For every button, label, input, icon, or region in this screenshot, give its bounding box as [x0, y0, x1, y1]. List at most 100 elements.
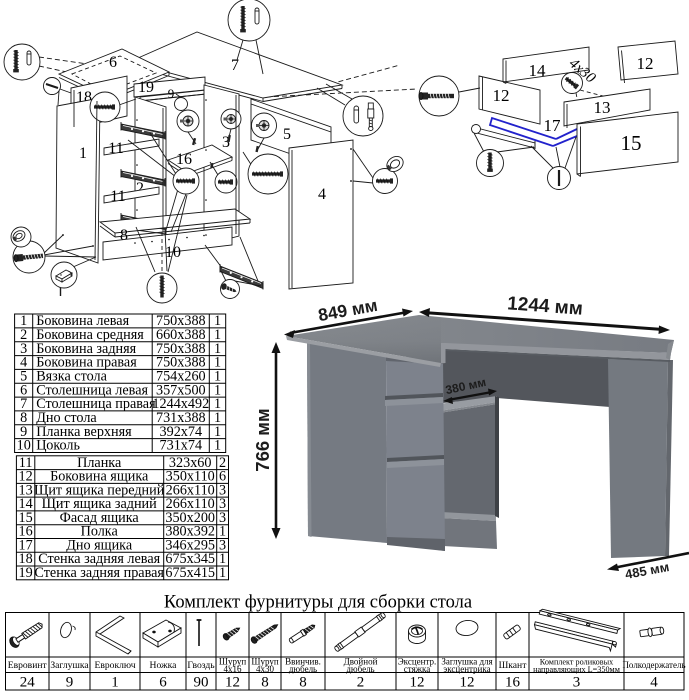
svg-text:направляющих L=350мм: направляющих L=350мм [533, 665, 620, 674]
svg-text:357x500: 357x500 [156, 382, 206, 398]
svg-text:19: 19 [138, 79, 154, 96]
svg-text:8: 8 [20, 410, 27, 426]
svg-text:323x60: 323x60 [169, 455, 212, 471]
svg-text:1: 1 [214, 313, 221, 329]
svg-text:13: 13 [594, 98, 611, 117]
svg-text:5: 5 [20, 368, 27, 384]
svg-text:754x260: 754x260 [156, 368, 206, 384]
svg-text:4x30: 4x30 [256, 664, 275, 674]
svg-text:2: 2 [357, 675, 365, 691]
svg-text:6: 6 [20, 382, 27, 398]
svg-text:766 мм: 766 мм [252, 408, 273, 471]
svg-text:Щит ящика задний: Щит ящика задний [42, 496, 158, 512]
svg-text:Дно стола: Дно стола [36, 410, 97, 426]
svg-text:731x74: 731x74 [160, 438, 203, 454]
svg-text:3: 3 [20, 341, 27, 357]
svg-text:7: 7 [231, 57, 239, 74]
svg-text:750x388: 750x388 [156, 341, 206, 357]
svg-text:12: 12 [410, 675, 425, 691]
svg-text:Стенка задняя правая: Стенка задняя правая [34, 565, 164, 581]
svg-text:16: 16 [19, 524, 33, 540]
svg-text:1244 мм: 1244 мм [507, 293, 584, 319]
svg-text:18: 18 [19, 551, 33, 567]
svg-text:1: 1 [214, 410, 221, 426]
svg-text:Ножка: Ножка [150, 660, 178, 671]
svg-text:731x388: 731x388 [156, 410, 206, 426]
svg-text:Фасад ящика: Фасад ящика [60, 510, 140, 526]
svg-text:1244x492: 1244x492 [152, 396, 209, 412]
svg-text:Комплект фурнитуры для сборки: Комплект фурнитуры для сборки стола [164, 593, 472, 613]
svg-text:Боковина средняя: Боковина средняя [36, 327, 144, 343]
svg-text:Евровинт: Евровинт [8, 660, 48, 671]
svg-text:4: 4 [20, 355, 27, 371]
svg-text:2: 2 [20, 327, 27, 343]
svg-text:11: 11 [110, 188, 125, 205]
svg-text:380x392: 380x392 [165, 524, 215, 540]
svg-text:11: 11 [19, 455, 33, 471]
svg-text:14: 14 [529, 61, 547, 80]
svg-text:дюбель: дюбель [289, 664, 317, 674]
svg-text:Планка: Планка [77, 455, 122, 471]
svg-text:9: 9 [168, 86, 175, 101]
svg-text:Полкодержатель: Полкодержатель [622, 660, 685, 670]
svg-text:750x388: 750x388 [156, 313, 206, 329]
svg-text:350x110: 350x110 [166, 469, 215, 485]
svg-text:6: 6 [159, 675, 167, 691]
svg-text:3: 3 [219, 496, 226, 512]
svg-text:3: 3 [219, 538, 226, 554]
svg-text:8: 8 [261, 675, 269, 691]
svg-text:11: 11 [108, 140, 123, 157]
svg-text:6: 6 [109, 54, 117, 71]
svg-text:675x415: 675x415 [165, 565, 215, 581]
svg-text:9: 9 [66, 675, 74, 691]
svg-text:1: 1 [214, 327, 221, 343]
svg-text:17: 17 [544, 116, 562, 135]
svg-text:1: 1 [214, 382, 221, 398]
svg-text:849 мм: 849 мм [317, 295, 380, 325]
svg-text:2: 2 [136, 180, 144, 197]
svg-text:Шуруп: Шуруп [219, 657, 246, 667]
svg-text:8: 8 [299, 675, 307, 691]
svg-text:10: 10 [17, 438, 31, 454]
svg-text:1: 1 [214, 396, 221, 412]
svg-text:1: 1 [214, 424, 221, 440]
svg-text:1: 1 [79, 145, 87, 162]
svg-text:16: 16 [176, 151, 192, 168]
svg-text:346x295: 346x295 [165, 538, 215, 554]
svg-text:7: 7 [20, 396, 27, 412]
svg-text:1: 1 [214, 438, 221, 454]
svg-text:стяжка: стяжка [404, 664, 430, 674]
svg-text:эксцентрика: эксцентрика [443, 664, 490, 674]
svg-text:Щит ящика передний: Щит ящика передний [34, 482, 165, 498]
svg-text:350x200: 350x200 [165, 510, 215, 526]
svg-text:Заглушка: Заглушка [50, 660, 89, 671]
svg-text:Стенка задняя левая: Стенка задняя левая [38, 551, 160, 567]
svg-text:Цоколь: Цоколь [36, 438, 80, 454]
svg-text:266x110: 266x110 [166, 482, 215, 498]
svg-text:9: 9 [20, 424, 27, 440]
svg-text:3: 3 [222, 134, 230, 151]
svg-text:266x110: 266x110 [166, 496, 215, 512]
svg-text:3: 3 [573, 675, 581, 691]
svg-text:Вязка стола: Вязка стола [36, 368, 107, 384]
svg-text:6: 6 [219, 469, 226, 485]
svg-text:Боковина задняя: Боковина задняя [36, 341, 136, 357]
svg-text:2: 2 [219, 455, 226, 471]
svg-text:5: 5 [283, 126, 291, 143]
svg-text:660x388: 660x388 [156, 327, 206, 343]
svg-text:750x388: 750x388 [156, 355, 206, 371]
svg-text:17: 17 [19, 538, 33, 554]
svg-text:1: 1 [20, 313, 27, 329]
svg-text:Шкант: Шкант [499, 660, 528, 671]
svg-text:485 мм: 485 мм [624, 559, 671, 582]
svg-text:8: 8 [120, 227, 128, 244]
svg-text:Столешница правая: Столешница правая [36, 396, 156, 412]
svg-text:16: 16 [505, 675, 521, 691]
svg-text:Дно ящика: Дно ящика [66, 538, 133, 554]
svg-text:Столешница левая: Столешница левая [36, 382, 148, 398]
svg-text:24: 24 [20, 675, 36, 691]
svg-text:Ввинчив.: Ввинчив. [285, 657, 321, 667]
svg-text:4: 4 [650, 675, 658, 691]
svg-text:1: 1 [219, 524, 226, 540]
svg-text:1: 1 [214, 355, 221, 371]
